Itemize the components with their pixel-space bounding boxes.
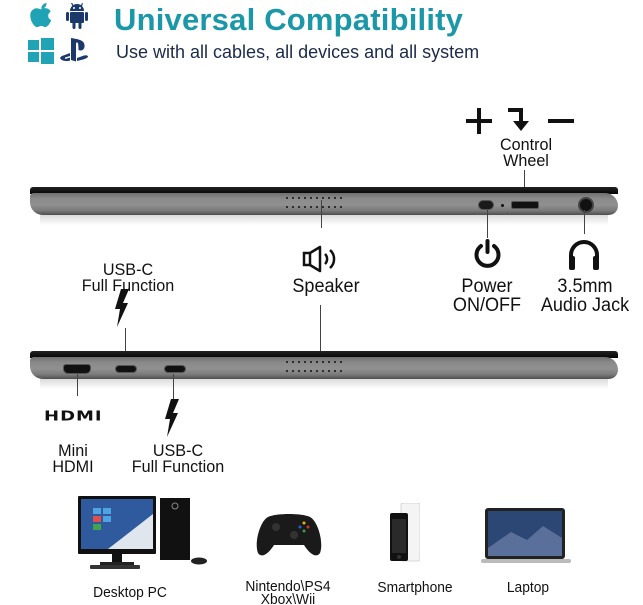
power-leader [487,210,488,238]
apple-icon [30,3,52,28]
lightning-bolt-icon [165,399,179,437]
usbc-top-leader [125,328,126,366]
lightning-bolt-icon [115,289,129,327]
minus-icon [548,119,574,123]
enter-arrow-icon [508,108,529,131]
page-title: Universal Compatibility [114,2,464,37]
monitor-bottom-edge [30,351,618,389]
laptop-icon [481,508,571,563]
device-label-desktop-pc: Desktop PC [93,584,167,601]
speaker-grille [286,197,346,208]
desktop-pc-icon [78,496,207,569]
indicator-led [501,204,504,207]
playstation-icon [60,38,88,62]
plus-icon [466,108,492,134]
audio-jack-label: 3.5mm Audio Jack [540,276,630,316]
control-wheel-label: Control Wheel [499,135,553,170]
headphones-icon [569,240,599,270]
speaker-leader-top [321,200,322,228]
mini-hdmi-label: Mini HDMI [52,441,94,476]
smartphone-icon [390,503,420,562]
power-label: Power ON/OFF [452,276,522,316]
usbc-port-1 [115,365,137,373]
page-subtitle: Use with all cables, all devices and all… [116,42,480,62]
audio-jack-port [578,197,594,213]
device-label-smartphone: Smartphone [377,579,453,596]
monitor-top-edge [30,187,618,225]
speaker-leader-bottom [320,305,321,360]
windows-icon [28,38,54,64]
usbc-bottom-leader [173,374,174,400]
mini-hdmi-port [63,364,91,374]
game-controller-icon [256,514,322,556]
hdmi-leader [77,374,78,396]
device-label-laptop: Laptop [506,579,550,596]
usbc-bottom-label: USB-C Full Function [131,441,225,476]
power-button [478,200,494,210]
control-wheel [511,201,539,209]
speaker-icon [302,245,336,273]
speaker-grille [286,361,346,372]
usbc-port-2 [164,365,186,373]
hdmi-logo: HDMI [44,408,103,425]
power-icon [474,239,501,268]
android-icon [66,3,88,29]
usbc-top-label: USB-C Full Function [81,260,175,295]
audio-leader [584,210,585,234]
speaker-label: Speaker [292,276,360,297]
device-label-game-consoles: Nintendo\PS4 Xbox\Wii [245,578,331,605]
